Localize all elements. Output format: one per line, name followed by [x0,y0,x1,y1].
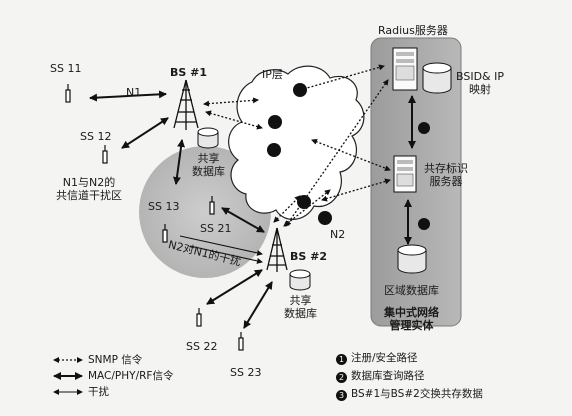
ip-layer-label: IP层 [262,68,283,81]
db1-label: 共享 数据库 [192,152,225,178]
legend-path-3: 3 BS#1与BS#2交换共存数据 [336,388,483,401]
bsid-map-label: BSID& IP 映射 [456,70,505,96]
legend-path-1: 1 注册/安全路径 [336,352,418,365]
ss21-label: SS 21 [200,222,232,235]
ss11-label: SS 11 [50,62,82,75]
ss23-label: SS 23 [230,366,262,379]
path-2-marker-icon: 2 [336,372,347,383]
legend-snmp: SNMP 信令 [88,354,143,366]
ss12-label: SS 12 [80,130,112,143]
shared-db2-icon [289,269,311,291]
legend-glyphs [53,357,83,395]
path-3-marker-icon: 3 [336,390,347,401]
db2-label: 共享 数据库 [284,294,317,320]
legend-path-2-text: 数据库查询路径 [351,370,425,382]
shared-id-server-icon [393,155,417,193]
bsid-map-db-icon [422,62,452,94]
entity-label: 集中式网络 管理实体 [384,306,439,332]
bs1-label: BS #1 [170,66,208,79]
regional-db-icon [397,244,427,274]
legend-path-2: 2 数据库查询路径 [336,370,425,383]
n1-label: N1 [126,86,142,99]
path-marker-dots [267,83,430,230]
legend-mac-phy-rf: MAC/PHY/RF信令 [88,370,174,382]
legend-interference: 干扰 [88,386,109,398]
mac-phy-rf-links [89,90,416,329]
radius-server-icon [392,47,418,91]
bs2-tower-icon [266,227,288,272]
n2-label: N2 [330,228,346,241]
ss13-label: SS 13 [148,200,180,213]
path-1-marker-icon: 1 [336,354,347,365]
interference-links [179,235,263,264]
legend-path-1-text: 注册/安全路径 [351,352,418,364]
cochannel-zone-label: N1与N2的 共信道干扰区 [56,176,122,202]
legend-path-3-text: BS#1与BS#2交换共存数据 [351,388,483,400]
ss22-label: SS 22 [186,340,218,353]
bs2-label: BS #2 [290,250,328,263]
shared-db1-icon [197,127,219,149]
radius-label: Radius服务器 [378,24,448,37]
bs1-tower-icon [173,79,199,130]
regional-db-label: 区域数据库 [384,284,439,297]
shared-id-label: 共存标识 服务器 [424,162,468,188]
subscriber-station-icons [65,84,244,351]
